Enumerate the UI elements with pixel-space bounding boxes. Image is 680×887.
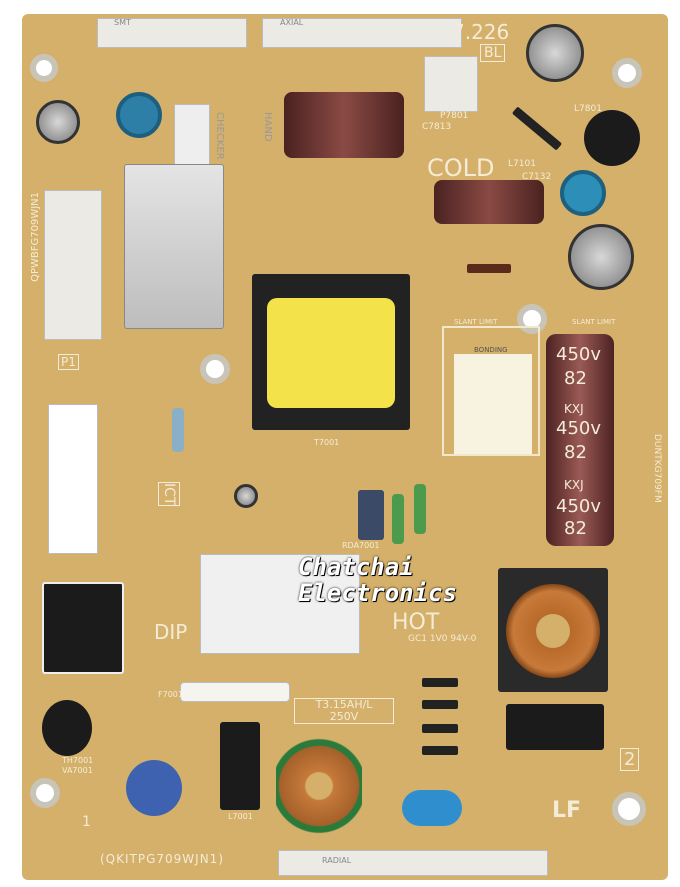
smt-area [97,18,247,48]
capacitor [36,100,80,144]
cap-capacitance: 82 [564,368,587,389]
dip-label: DIP [154,620,188,644]
relay [42,582,124,674]
transformer-core [267,298,395,408]
connector-p7801 [424,56,478,112]
axial-area [262,18,462,48]
mounting-hole [612,792,646,826]
bulk-capacitor: 450v 82 KXJ 450v 82 KXJ 450v 82 [546,334,614,546]
cap-voltage: 450v [556,418,602,439]
resistor [392,494,404,544]
hand-label: HAND [262,112,273,142]
connector-p1 [44,190,102,340]
cap-series: KXJ [564,402,584,416]
bonding-area [442,326,540,456]
capacitor [526,24,584,82]
slant-limit-label: SLANT LIMIT [572,318,616,326]
t7001-label: T7001 [314,438,340,447]
inductor-l7801 [584,110,640,166]
watermark: Chatchai Electronics [298,554,457,606]
f7001-label: F7001 [158,690,183,699]
diode [511,106,563,151]
thermistor-th7001 [42,700,92,756]
diode [422,724,458,733]
capacitor [234,484,258,508]
warning-number: 1 [82,814,91,830]
ul-label: GC1 1V0 94V-0 [408,634,477,644]
axial-label: AXIAL [280,18,304,27]
line-filter-inductor [276,736,362,836]
cap-capacitance: 82 [564,442,587,463]
smt-label: SMT [114,18,131,27]
capacitor-horizontal [434,180,544,224]
c7813-label: C7813 [422,122,452,132]
p1-label: P1 [58,354,79,370]
bonding-pad [454,354,532,454]
version-label: 7.226 [452,20,510,44]
slant-limit-label: SLANT LIMIT [454,318,498,326]
radial-label: RADIAL [322,856,352,865]
capacitor-horizontal [284,92,404,158]
fuse-voltage: 250V [329,710,359,723]
bl-label: BL [480,44,506,62]
lf-label: LF [552,798,582,823]
capacitor-blue [560,170,606,216]
bridge-rectifier [220,722,260,810]
capacitor-x [506,704,604,750]
right-part-number: DUNTKG709FM [652,434,662,503]
mounting-hole [30,54,58,82]
heatsink [124,164,224,329]
th7001-label: TH7001 [62,756,94,765]
fuse-rating-box: T3.15AH/L 250V [294,698,394,724]
c7132-label: C7132 [522,172,552,182]
radial-area [278,850,548,876]
diode [422,700,458,709]
resistor [414,484,426,534]
cap-voltage: 450v [556,344,602,365]
cap-voltage: 450v [556,496,602,517]
optocoupler [358,490,384,540]
l7801-label: L7801 [574,104,602,114]
corner-number: 2 [620,748,640,771]
barcode-label [48,404,98,554]
rda7001-label: RDA7001 [342,541,380,550]
p7801-label: P7801 [440,111,469,121]
hot-label: HOT [392,610,440,635]
mounting-hole [517,304,547,334]
diode [422,678,458,687]
capacitor-blue [116,92,162,138]
left-part-number: QPWBFG709WJN1 [30,192,41,282]
mounting-hole [30,778,60,808]
diode [422,746,458,755]
watermark-line: Chatchai [298,553,414,581]
common-mode-choke [506,584,600,678]
bonding-label: BONDING [474,346,508,354]
l7001-label: L7001 [228,812,253,821]
heatsink-2 [200,554,360,654]
diode [467,264,511,273]
mounting-hole [200,354,230,384]
y-capacitor [402,790,462,826]
fuse-rating: T3.15AH/L [315,698,373,711]
watermark-line: Electronics [298,579,457,607]
resistor [172,408,184,452]
va7001-label: VA7001 [62,766,93,775]
mounting-hole [612,58,642,88]
capacitor [568,224,634,290]
bottom-part-number: (QKITPG709WJN1) [100,852,225,866]
fuse-f7001 [180,682,290,702]
checker-label: CHECKER [214,112,225,160]
cap-capacitance: 82 [564,518,587,539]
ict-label: ICT [158,482,180,507]
varistor-va7001 [126,760,182,816]
pcb-board: SMT AXIAL 7.226 BL P7801 C7813 COLD L780… [22,14,668,880]
cap-series: KXJ [564,478,584,492]
cold-label: COLD [427,154,495,182]
l7101-label: L7101 [508,159,536,169]
